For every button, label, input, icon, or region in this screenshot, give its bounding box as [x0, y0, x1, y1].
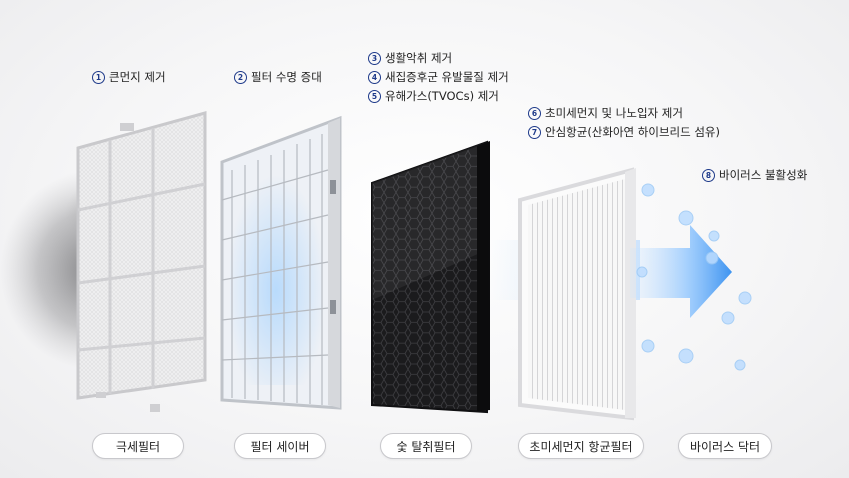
label-charcoal-filter: 숯 탈취필터: [380, 433, 472, 459]
label-hepa-filter: 초미세먼지 항균필터: [518, 433, 644, 459]
feature-number-1: 1: [92, 71, 105, 84]
feature-number-4: 4: [368, 71, 381, 84]
flow-arrow: [630, 225, 732, 318]
label-fine-filter: 극세필터: [92, 433, 184, 459]
hepa-antibacterial-filter: [518, 167, 636, 421]
virus-particles: [636, 183, 752, 371]
feature-number-8: 8: [702, 169, 715, 182]
filter-saver: [220, 115, 342, 410]
label-filter-saver: 필터 세이버: [234, 433, 326, 459]
feature-number-7: 7: [528, 126, 541, 139]
feature-number-6: 6: [528, 107, 541, 120]
feature-number-3: 3: [368, 52, 381, 65]
charcoal-deodorizing-filter: [371, 140, 490, 414]
fine-mesh-filter: [76, 111, 207, 412]
feature-number-5: 5: [368, 90, 381, 103]
feature-number-2: 2: [234, 71, 247, 84]
label-virus-doctor: 바이러스 닥터: [678, 433, 772, 459]
